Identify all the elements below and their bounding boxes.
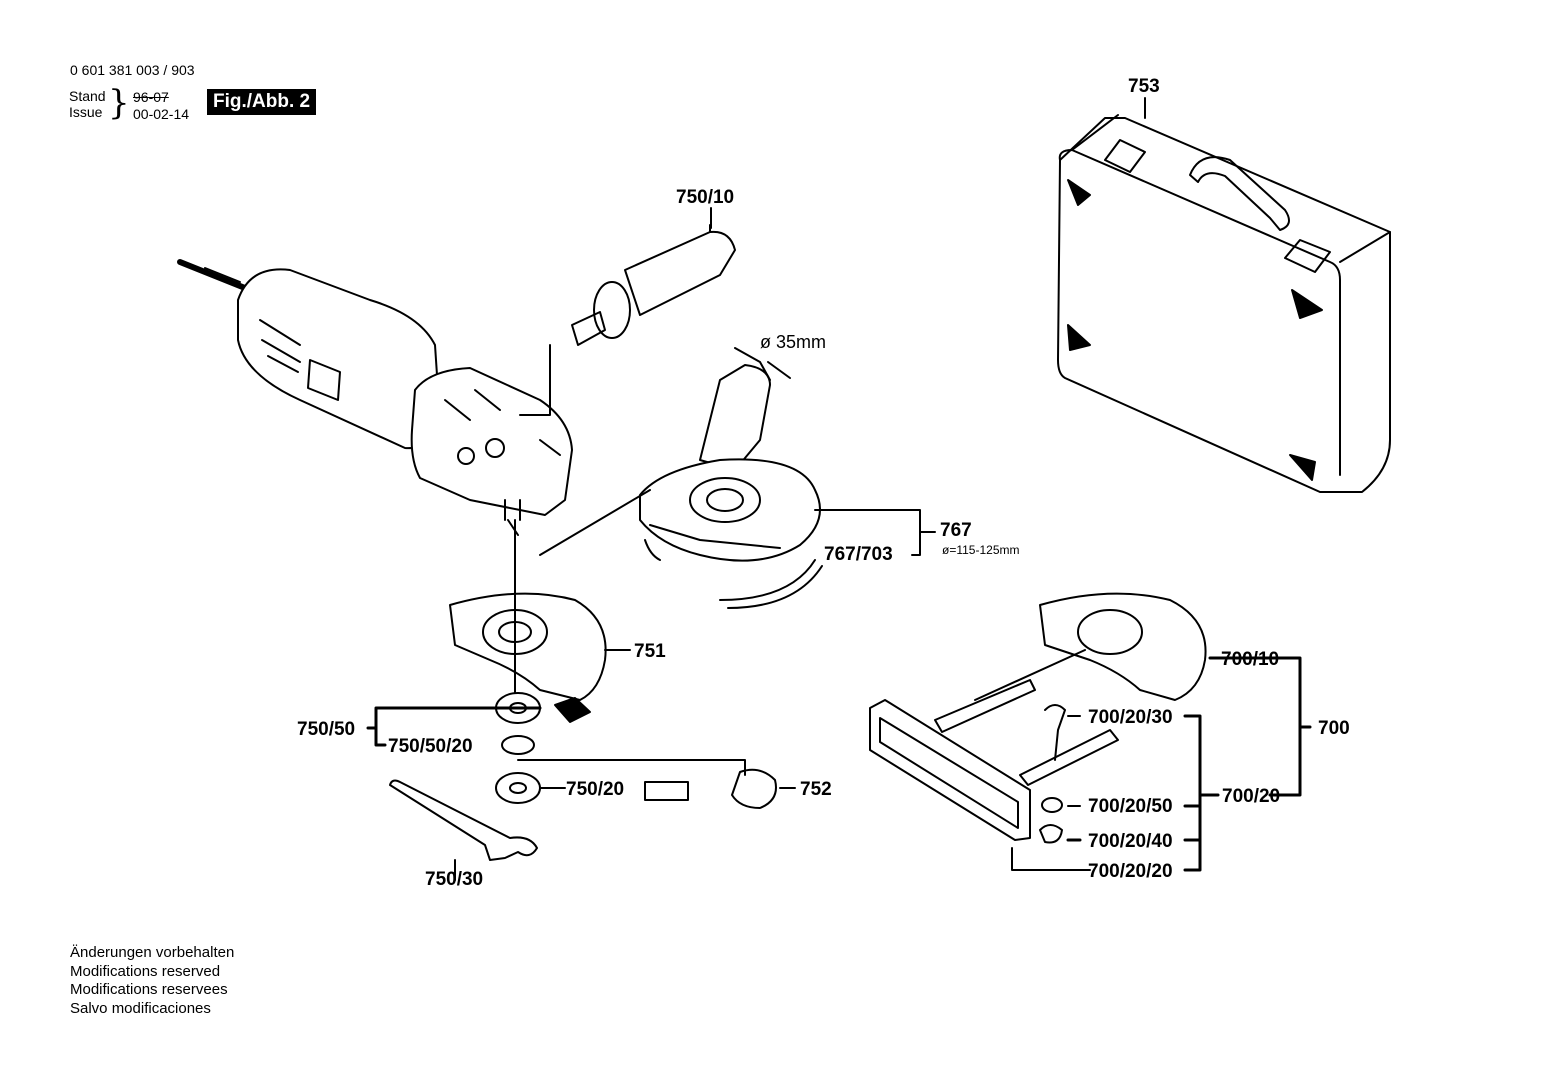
label-700-10: 700/10 (1221, 649, 1279, 670)
auxiliary-handle-drawing (519, 224, 736, 416)
flange-parts-drawing (495, 692, 777, 809)
label-750-20: 750/20 (566, 779, 624, 800)
figure-label: Fig./Abb. 2 (207, 89, 317, 115)
label-diameter-35: ø 35mm (760, 332, 826, 352)
brace-icon: } (108, 83, 130, 123)
label-700-20-30: 700/20/30 (1088, 707, 1173, 728)
carrying-case-drawing (1057, 114, 1391, 493)
stand-label: Stand (69, 88, 106, 104)
label-767-703: 767/703 (824, 544, 893, 565)
spanner-drawing (389, 779, 538, 861)
footer-line-fr: Modifications reservees (70, 981, 228, 998)
footer-line-es: Salvo modificaciones (70, 999, 211, 1017)
old-date: 96-07 (133, 89, 169, 105)
label-767: 767 (940, 520, 972, 541)
label-700-20: 700/20 (1222, 786, 1280, 807)
label-753: 753 (1128, 76, 1160, 97)
footer-line-de: Änderungen vorbehalten (70, 944, 235, 961)
label-700-20-50: 700/20/50 (1088, 796, 1173, 817)
label-750-50-20: 750/50/20 (388, 736, 473, 757)
cutting-guide-drawing (869, 592, 1207, 871)
label-700-20-20: 700/20/20 (1088, 861, 1173, 882)
label-752: 752 (800, 779, 832, 800)
label-750-10: 750/10 (676, 187, 734, 208)
angle-grinder-drawing (177, 259, 573, 536)
dust-extraction-guard-drawing (539, 347, 823, 609)
document-number: 0 601 381 003 / 903 (70, 62, 195, 78)
label-700-20-40: 700/20/40 (1088, 831, 1173, 852)
label-750-50: 750/50 (297, 719, 355, 740)
label-700: 700 (1318, 718, 1350, 739)
issue-label: Issue (69, 104, 103, 120)
callout-lines (366, 97, 1312, 881)
label-750-30: 750/30 (425, 869, 483, 890)
wheel-guard-drawing (449, 519, 607, 701)
issue-date: 00-02-14 (133, 106, 190, 122)
footer-line-en: Modifications reserved (70, 962, 221, 980)
label-diameter-115-125: ø=115-125mm (942, 543, 1019, 557)
label-751: 751 (634, 641, 666, 662)
footer-notes: Änderungen vorbehalten Modifications res… (70, 944, 234, 1018)
